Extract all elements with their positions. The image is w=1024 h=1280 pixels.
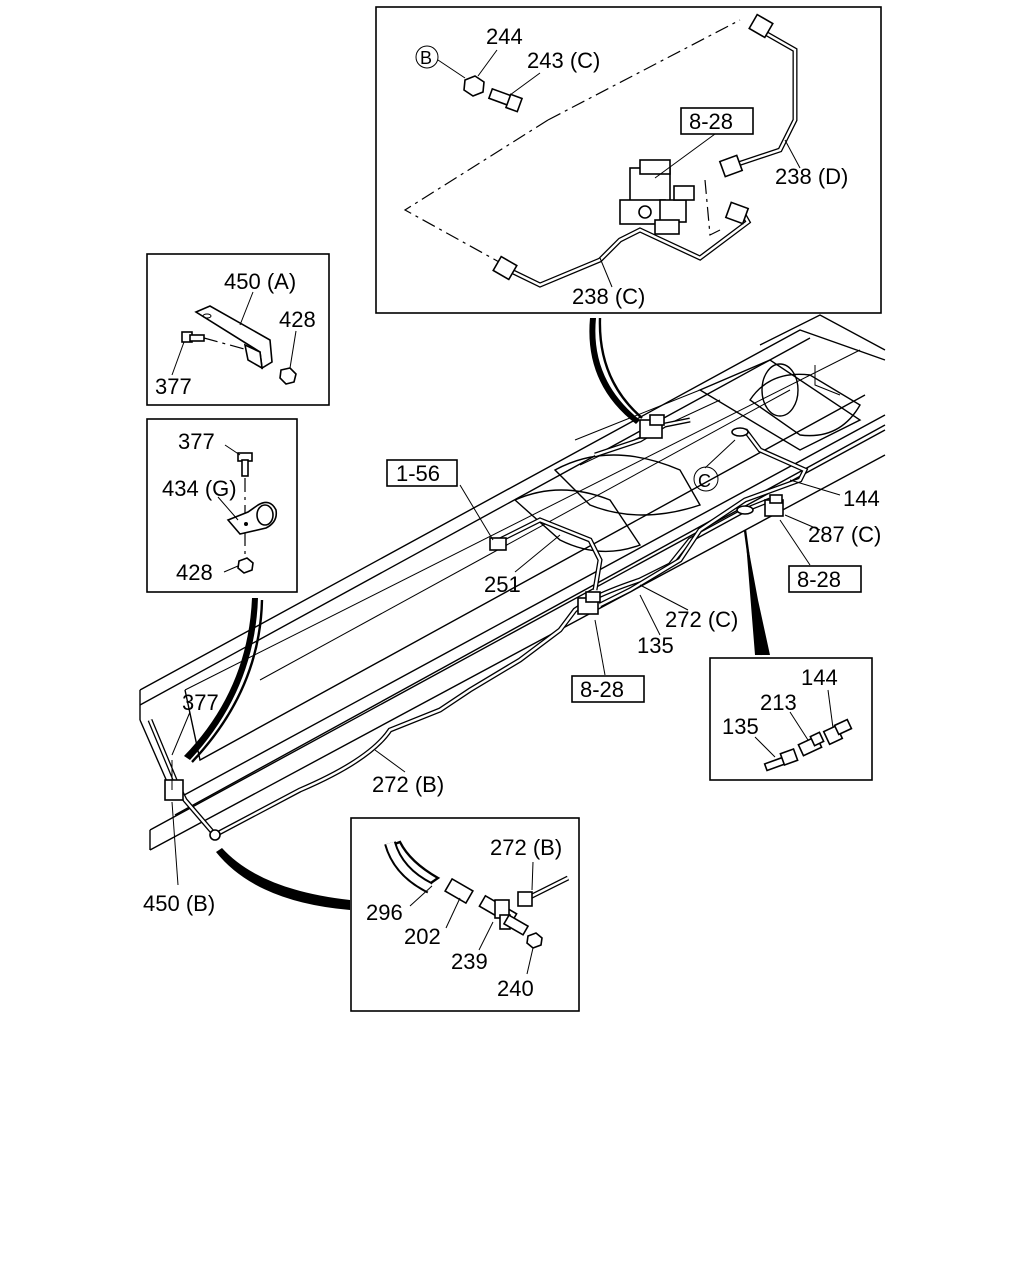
- label-ref-c: C: [698, 471, 711, 491]
- label-428-b: 428: [176, 560, 213, 585]
- label-144-box: 144: [801, 665, 838, 690]
- label-450b: 450 (B): [143, 891, 215, 916]
- joint-239: [478, 894, 530, 936]
- ref-circle-c: [693, 466, 719, 492]
- leader-lines: [171, 439, 841, 886]
- label-240: 240: [497, 976, 534, 1001]
- ref-circle-b: [415, 45, 439, 69]
- fitting-213: [797, 731, 825, 757]
- label-272b-box: 272 (B): [490, 835, 562, 860]
- ref-box-8-28-right: [788, 565, 862, 593]
- label-ref-1-56: 1-56: [396, 461, 440, 486]
- label-428-a: 428: [279, 307, 316, 332]
- label-213: 213: [760, 690, 797, 715]
- label-ref-b: B: [420, 48, 432, 68]
- detail-box-bracket-450a: 450 (A) 428 377: [146, 253, 330, 406]
- label-243c: 243 (C): [527, 48, 600, 73]
- label-287c: 287 (C): [808, 522, 881, 547]
- label-ref-8-28-top: 8-28: [689, 109, 733, 134]
- fuel-pipe-run: [147, 417, 809, 838]
- label-135: 135: [637, 633, 674, 658]
- ref-box-8-28-top: [680, 107, 754, 135]
- label-202: 202: [404, 924, 441, 949]
- fitting-135: [763, 747, 799, 772]
- nut-428-b: [237, 557, 254, 574]
- detail-box-connectors: 144 213 135: [709, 657, 873, 781]
- detail-box-valve: 244 243 (C) B 8-28 238 (D) 238 (C): [375, 6, 882, 314]
- ref-box-1-56: [386, 459, 458, 487]
- label-377-a: 377: [155, 374, 192, 399]
- label-ref-8-28-mid: 8-28: [580, 677, 624, 702]
- fitting-144: [822, 718, 853, 746]
- label-144: 144: [843, 486, 880, 511]
- detail-box-hose-joint: 272 (B) 296 202 239 240: [350, 817, 580, 1012]
- pipe-272b: [517, 875, 570, 907]
- label-135-box: 135: [722, 714, 759, 739]
- label-434g: 434 (G): [162, 476, 237, 501]
- bolt-243c: [487, 87, 524, 113]
- label-377-frame: 377: [182, 690, 219, 715]
- label-296: 296: [366, 900, 403, 925]
- label-377-b: 377: [178, 429, 215, 454]
- bolt-377-b: [237, 452, 253, 477]
- frame-components: [164, 414, 784, 841]
- label-450a: 450 (A): [224, 269, 296, 294]
- connector-202: [444, 877, 474, 905]
- label-272b-frame: 272 (B): [372, 772, 444, 797]
- frame-labels: 1-56 251 C 144 287 (C) 8-28 272 (C) 135 …: [143, 459, 881, 916]
- label-244: 244: [486, 24, 523, 49]
- label-272c: 272 (C): [665, 607, 738, 632]
- label-ref-8-28-right: 8-28: [797, 567, 841, 592]
- ref-box-8-28-mid: [571, 675, 645, 703]
- detail-box-clamp-434g: 377 434 (G) 428: [146, 418, 298, 593]
- callout-arrows: [184, 317, 770, 910]
- chassis-frame: [139, 314, 886, 851]
- label-251: 251: [484, 572, 521, 597]
- label-238d: 238 (D): [775, 164, 848, 189]
- label-239: 239: [451, 949, 488, 974]
- nut-240: [526, 932, 543, 949]
- nut-244: [463, 75, 485, 97]
- label-238c: 238 (C): [572, 284, 645, 309]
